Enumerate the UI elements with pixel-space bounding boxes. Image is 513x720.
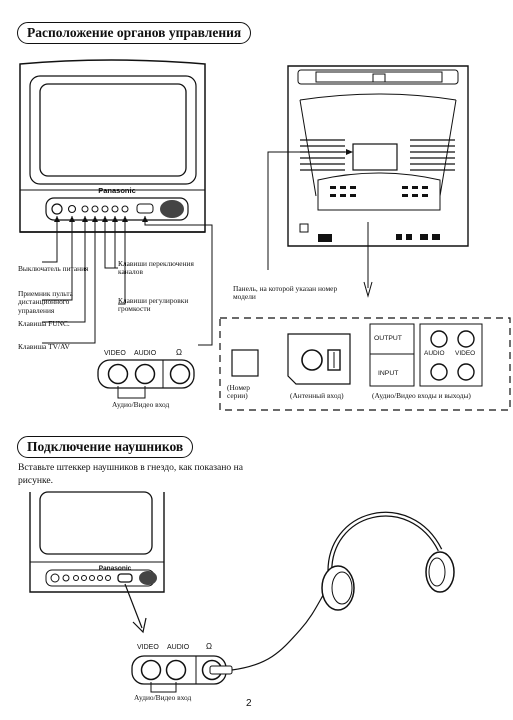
callout-power: Выключатель питания: [18, 264, 89, 273]
page-number: 2: [246, 698, 252, 709]
jack-audio-label: AUDIO: [134, 350, 157, 357]
callout-func-button: Клавиша FUNC.: [18, 319, 70, 328]
headphone-symbol-2: Ω: [206, 642, 212, 651]
headphone-symbol: Ω: [176, 348, 182, 357]
callout-model-plate: Панель, на которой указан номер модели: [233, 284, 338, 302]
rear-audio-label: AUDIO: [424, 350, 445, 357]
jack-video-label-2: VIDEO: [137, 644, 159, 651]
antenna-caption: (Антенный вход): [290, 391, 344, 400]
headphone-instruction: Вставьте штеккер наушников в гнездо, как…: [18, 462, 244, 486]
callout-remote-receiver: Приемник пульта дистанционного управлени…: [18, 289, 73, 315]
av-input-caption-2: Аудио/Видео вход: [134, 693, 192, 702]
callout-tvav-button: Клавиша TV/AV: [18, 342, 70, 351]
headphone-connection-illustration: [29, 491, 455, 693]
front-tv-illustration: [19, 59, 511, 411]
av-input-caption: Аудио/Видео вход: [112, 400, 170, 409]
tv-brand-label: Panasonic: [98, 186, 136, 195]
av-io-caption: (Аудио/Видео входы и выходы): [372, 391, 471, 400]
rear-video-label: VIDEO: [455, 350, 476, 357]
callout-channel-keys: Клавиши переключения каналов: [118, 259, 194, 277]
callout-volume-keys: Клавиши регулировки громкости: [118, 296, 189, 314]
section-heading-controls: Расположение органов управления: [17, 22, 252, 44]
serial-caption: (Номер серии): [227, 383, 251, 401]
jack-audio-label-2: AUDIO: [167, 644, 190, 651]
input-label: INPUT: [378, 370, 399, 377]
tv-brand-label-2: Panasonic: [98, 565, 132, 572]
output-label: OUTPUT: [374, 335, 402, 342]
jack-video-label: VIDEO: [104, 350, 126, 357]
section-heading-headphones: Подключение наушников: [17, 436, 194, 458]
